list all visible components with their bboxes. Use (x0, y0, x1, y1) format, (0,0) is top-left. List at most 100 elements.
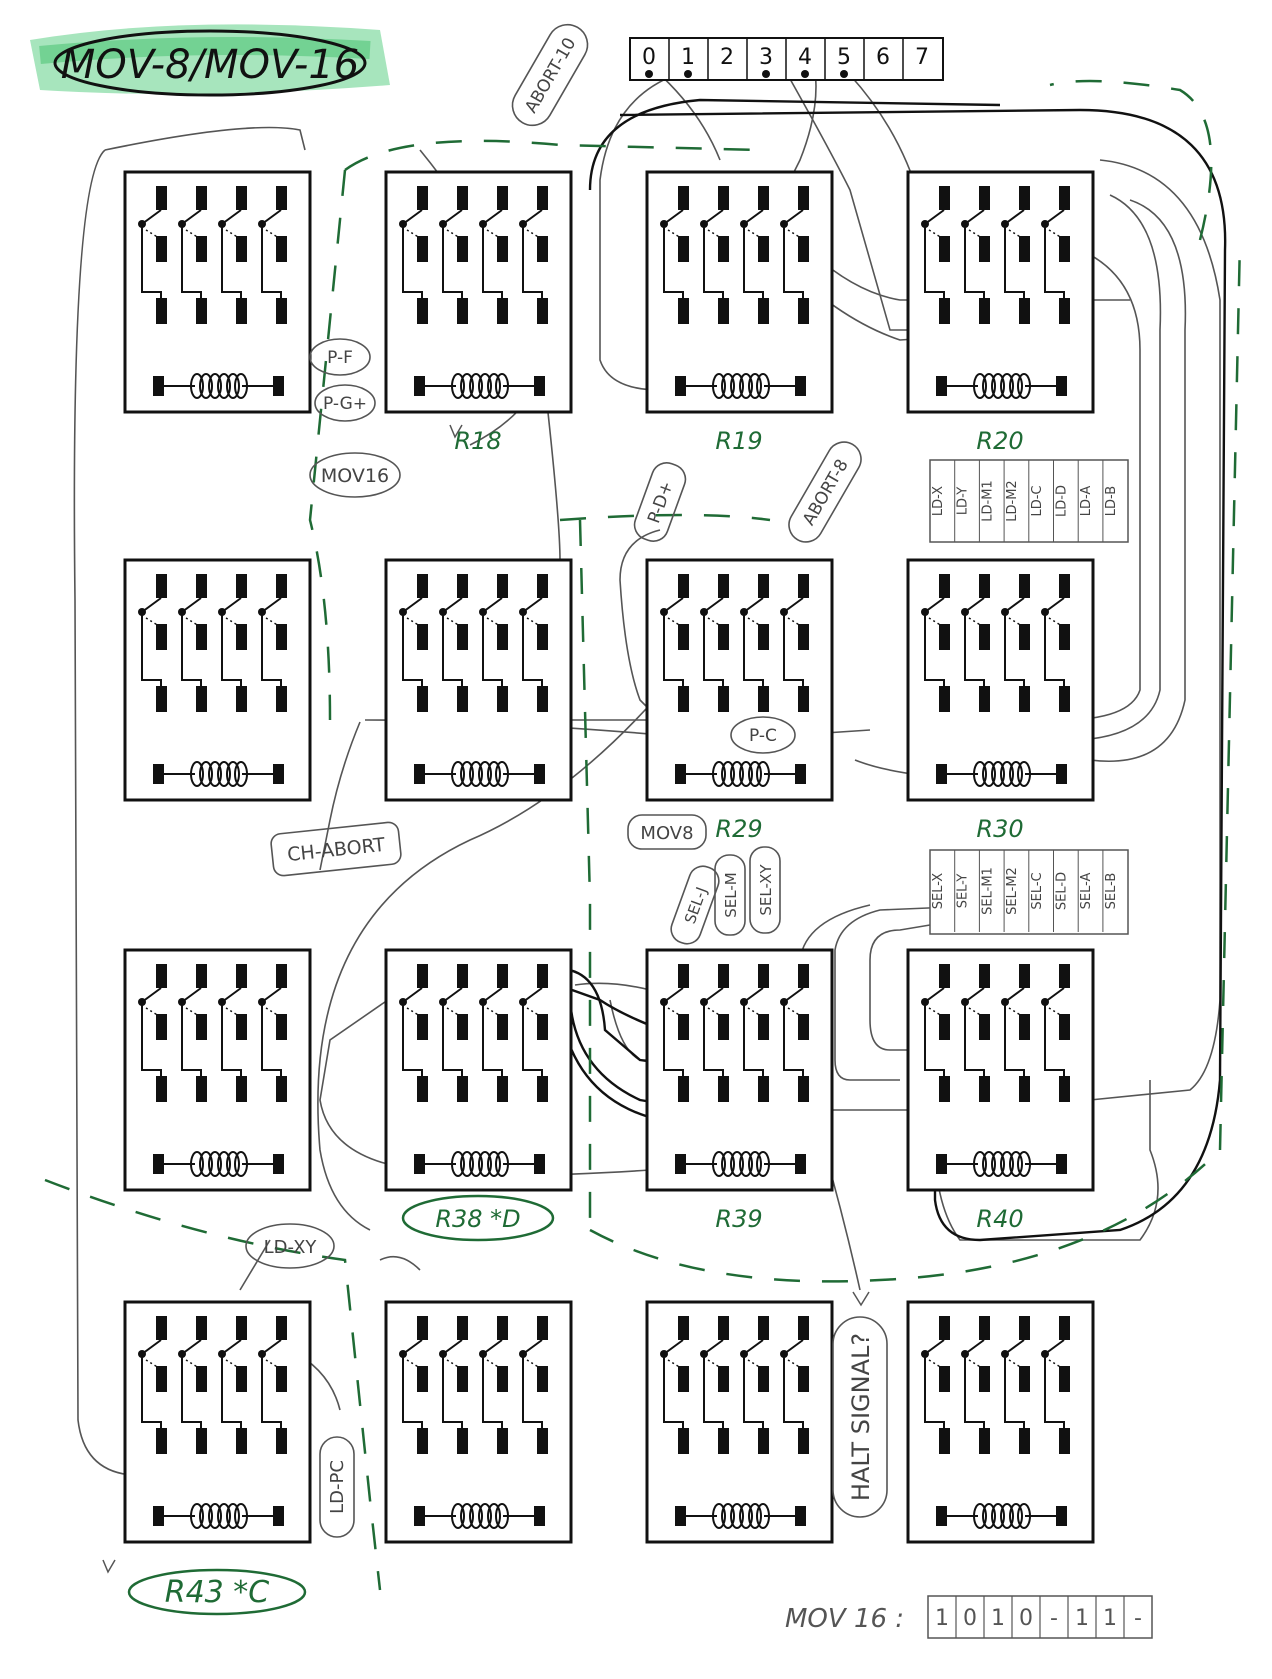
relay-2 (384, 170, 573, 414)
label-ch-abort: CH-ABORT (286, 834, 386, 866)
mov16-code-bit: - (1134, 1606, 1142, 1631)
relay-label: R30 (976, 815, 1023, 843)
title-bubble: MOV-8/MOV-16 (53, 29, 367, 97)
relay-symbol (123, 558, 312, 802)
tag-mov16 (309, 452, 401, 498)
relay-symbol (645, 170, 834, 414)
tag-halt (832, 1316, 888, 1518)
relay-10 (384, 948, 573, 1192)
ldbus-label: LD-M1 (980, 480, 995, 521)
dark-wiring (529, 98, 1227, 1242)
relay-12 (906, 948, 1095, 1192)
tag-p-c (730, 716, 796, 754)
selbus-label: SEL-M1 (980, 867, 995, 915)
label-halt-signal: HALT SIGNAL? (847, 1333, 875, 1501)
relay-symbol (384, 170, 573, 414)
relay-13 (123, 1300, 312, 1544)
relay-label: R19 (715, 427, 762, 455)
label-ld-xy: LD-XY (264, 1237, 318, 1258)
tag-abort-10 (511, 23, 589, 127)
bus-bit-0: 0 (642, 45, 656, 70)
ldbus-label: LD-M2 (1005, 480, 1020, 521)
relay-3 (645, 170, 834, 414)
tag-p-f (309, 338, 371, 376)
signal-tags (245, 23, 888, 1538)
label-sel-xy: SEL-XY (757, 864, 775, 916)
relay-label: R18 (454, 427, 501, 455)
selbus-label: SEL-A (1079, 873, 1094, 910)
tag-p-d (633, 462, 687, 542)
tag-mov8 (627, 814, 707, 850)
ldbus-label: LD-A (1079, 486, 1094, 517)
relay-symbol (123, 1300, 312, 1544)
relay-9 (123, 948, 312, 1192)
relay-symbol (123, 170, 312, 414)
mov16-code-bit: 1 (991, 1606, 1005, 1631)
relay-label: R38 *D (435, 1205, 520, 1233)
label-p-g: P-G+ (323, 394, 367, 414)
relay-6 (384, 558, 573, 802)
relay-label: R43 *C (165, 1575, 270, 1610)
tag-sel-xy (749, 846, 781, 934)
relay-label: R29 (715, 815, 762, 843)
label-mov8: MOV8 (640, 823, 693, 844)
relay-label: R20 (976, 427, 1023, 455)
relay-label-circle (401, 1194, 555, 1242)
relay-symbol (645, 558, 834, 802)
bus-bit-6: 6 (876, 45, 890, 70)
relay-symbol (906, 558, 1095, 802)
tag-p-g (314, 384, 376, 422)
relay-11 (645, 948, 834, 1192)
bus-bit-4: 4 (798, 45, 812, 70)
ldbus-label: LD-D (1055, 485, 1070, 517)
ldbus-label: LD-B (1104, 486, 1119, 516)
relay-8 (906, 558, 1095, 802)
mov16-code-bit: 0 (1019, 1606, 1033, 1631)
relay-1 (123, 170, 312, 414)
relay-symbol (906, 1300, 1095, 1544)
green-dashed-boundary (44, 79, 1242, 1591)
bus-bit-7: 7 (915, 45, 929, 70)
mov16-code-bit: 1 (935, 1606, 949, 1631)
tag-sel-m (714, 854, 746, 936)
title-highlight (30, 24, 390, 94)
arrow-marks (102, 424, 870, 1574)
relay-16 (906, 1300, 1095, 1544)
label-ld-pc: LD-PC (327, 1460, 348, 1514)
relay-7 (645, 558, 834, 802)
relay-symbol (645, 948, 834, 1192)
relay-symbol (384, 558, 573, 802)
label-sel-m: SEL-M (722, 872, 740, 917)
bus-bit-3: 3 (759, 45, 773, 70)
tag-ld-pc (319, 1436, 355, 1538)
relay-symbol (384, 1300, 573, 1544)
tag-sel-j (670, 865, 720, 945)
relay-symbol (123, 948, 312, 1192)
mov16-code-bit: 1 (1103, 1606, 1117, 1631)
mov16-code-bit: 0 (963, 1606, 977, 1631)
relay-4 (906, 170, 1095, 414)
selbus-label: SEL-X (931, 873, 946, 910)
ldbus-label: LD-C (1030, 485, 1045, 516)
ldbus-label: LD-Y (956, 487, 971, 515)
ldbus-label: LD-X (931, 486, 946, 516)
mov16-code-bit: 1 (1075, 1606, 1089, 1631)
selbus-label: SEL-C (1030, 872, 1045, 909)
relay-label-circle (127, 1568, 307, 1616)
title: MOV-8/MOV-16 (61, 42, 359, 88)
tag-ch-abort (270, 821, 402, 877)
selbus-label: SEL-Y (956, 874, 971, 909)
ld-bus-strip: LD-X LD-Y LD-M1 LD-M2 LD-C LD-D LD-A LD-B (929, 459, 1129, 543)
selbus-label: SEL-M2 (1005, 867, 1020, 915)
relay-symbol (384, 948, 573, 1192)
bus-bit-5: 5 (837, 45, 851, 70)
label-mov16: MOV16 (321, 465, 389, 487)
mov16-code-label: MOV 16 : (785, 1604, 904, 1634)
tag-abort-8 (788, 441, 862, 543)
